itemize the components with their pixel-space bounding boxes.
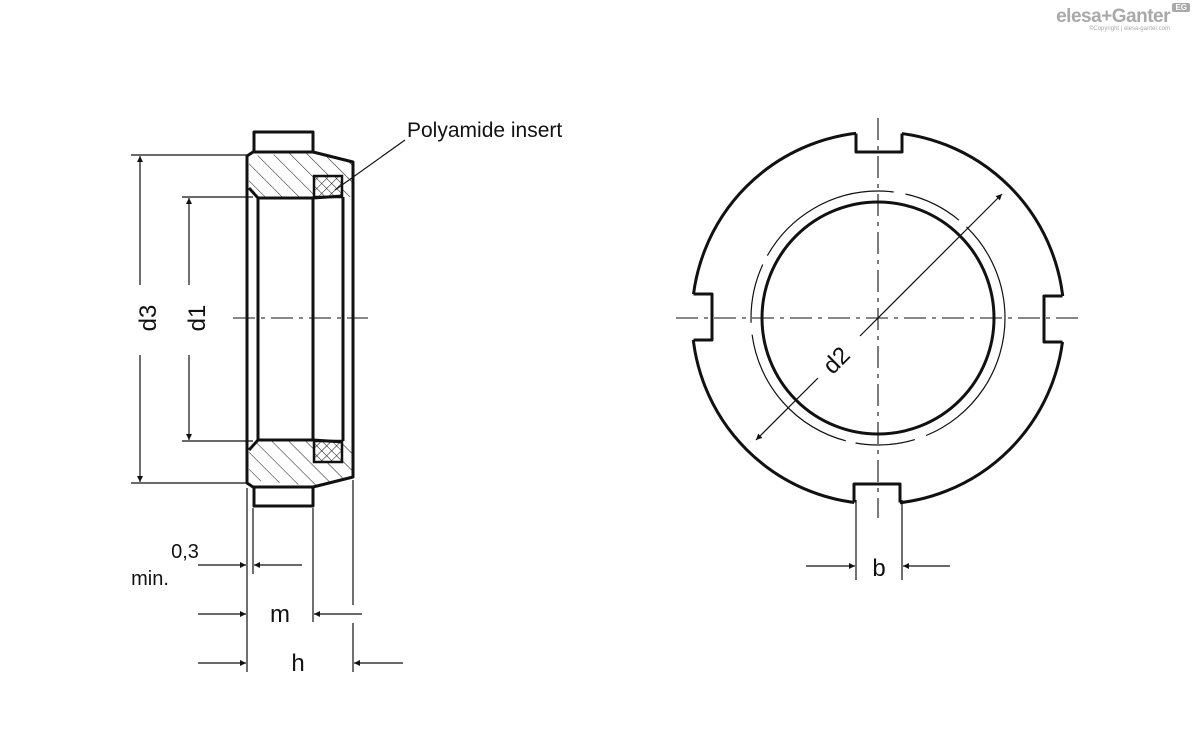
d3-label: d3	[135, 305, 162, 332]
slots	[688, 128, 1068, 508]
logo-brand: elesa+Ganter	[1056, 6, 1170, 27]
hatched-section-bottom	[249, 440, 313, 486]
polyamide-insert-bottom	[312, 439, 344, 464]
logo-copyright: ©Copyright | elesa-ganter.com	[1088, 26, 1170, 32]
d1-label: d1	[184, 305, 211, 332]
min-value-label: 0,3	[171, 541, 199, 563]
thread-circle	[750, 190, 1006, 446]
h-label: h	[291, 650, 304, 677]
slot-left	[688, 292, 714, 342]
hatched-section-top	[249, 152, 313, 198]
side-view: d3 d1 Polyamide insert 0,3 min. m h	[131, 119, 562, 677]
polyamide-insert-top	[312, 174, 344, 199]
slot-top	[854, 128, 904, 154]
front-view: d2 b	[676, 118, 1082, 582]
min-label: min.	[131, 568, 169, 590]
elesa-ganter-logo: EG elesa+Ganter ©Copyright | elesa-gante…	[1056, 3, 1190, 32]
logo-badge: EG	[1172, 3, 1190, 12]
slot-bottom	[852, 482, 902, 508]
nut-outline	[245, 150, 355, 489]
slot-right	[1042, 294, 1068, 344]
b-label: b	[872, 555, 885, 582]
d2-label: d2	[818, 342, 856, 380]
polyamide-insert-label: Polyamide insert	[407, 119, 562, 142]
m-label: m	[270, 601, 290, 628]
